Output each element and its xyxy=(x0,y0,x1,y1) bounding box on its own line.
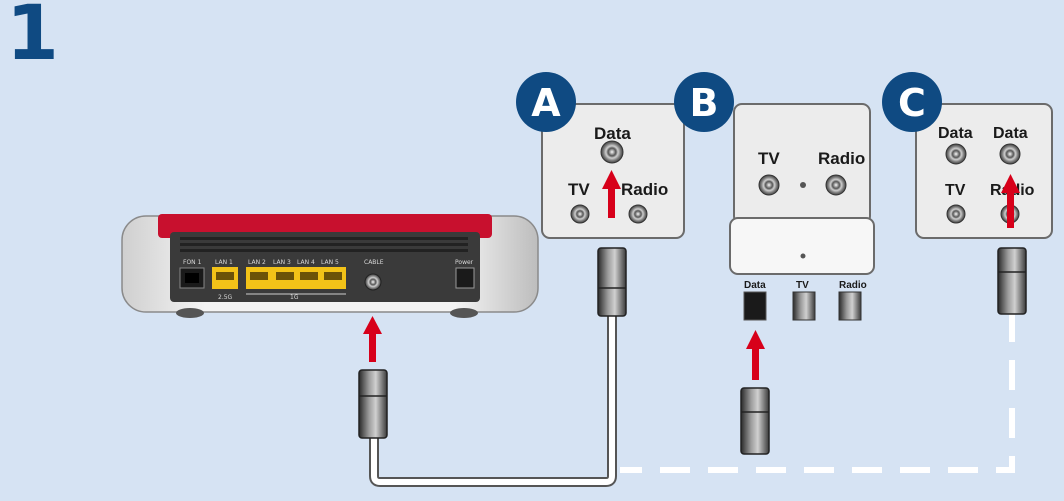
socket-a-tv-port xyxy=(570,204,590,224)
router-foot-right xyxy=(450,308,478,318)
label-lan2: LAN 2 xyxy=(248,259,266,266)
label-fon1: FON 1 xyxy=(183,259,202,266)
socket-b-tv-port xyxy=(758,174,780,196)
socket-b-screw xyxy=(800,182,806,188)
socket-b-tv-label: TV xyxy=(758,149,780,168)
adapter-data-label: Data xyxy=(744,280,766,291)
adapter-radio-label: Radio xyxy=(839,280,867,291)
step-number: 1 xyxy=(6,0,59,77)
badge-b xyxy=(674,72,734,132)
badge-a-label: A xyxy=(531,81,561,125)
connector-router xyxy=(358,369,388,439)
badge-c xyxy=(882,72,942,132)
label-cable: CABLE xyxy=(364,259,384,266)
socket-c-tv-port xyxy=(946,204,966,224)
socket-a: Data TV Radio A xyxy=(516,72,685,239)
arrow-socket-c xyxy=(1001,174,1020,228)
label-lan3: LAN 3 xyxy=(273,259,291,266)
socket-c: Data Data TV Radio C xyxy=(882,72,1053,239)
lan-ports xyxy=(212,267,346,289)
coax-cable xyxy=(371,314,615,485)
socket-b-adapter xyxy=(729,217,875,275)
connector-socket-c xyxy=(997,247,1027,315)
adapter-tv-label: TV xyxy=(796,280,809,291)
dashed-cable xyxy=(620,312,1015,473)
coax-cable-outline xyxy=(369,314,617,487)
badge-b-label: B xyxy=(690,81,719,125)
badge-a xyxy=(516,72,576,132)
socket-a-plate xyxy=(541,103,685,239)
adapter-tv-port xyxy=(792,291,816,321)
arrow-socket-a xyxy=(602,170,621,218)
socket-c-data-right-port xyxy=(999,143,1021,165)
label-speed-rest: 1G xyxy=(290,294,299,301)
socket-b-radio-port xyxy=(825,174,847,196)
label-lan5: LAN 5 xyxy=(321,259,339,266)
socket-a-tv-label: TV xyxy=(568,180,590,199)
socket-a-data-label: Data xyxy=(594,124,631,143)
router-cable-port xyxy=(364,273,382,291)
adapter-radio-port xyxy=(838,291,862,321)
socket-c-tv-label: TV xyxy=(945,182,966,199)
adapter-data-port xyxy=(743,291,767,321)
arrow-socket-b xyxy=(746,330,765,380)
socket-a-radio-label: Radio xyxy=(621,180,668,199)
router-vents xyxy=(180,237,468,252)
socket-c-plate xyxy=(915,103,1053,239)
router: FON 1 LAN 1 LAN 2 LAN 3 LAN 4 LAN 5 CABL… xyxy=(121,214,539,318)
label-speed-lan1: 2.5G xyxy=(218,294,233,301)
router-foot-left xyxy=(176,308,204,318)
socket-a-data-port xyxy=(600,140,624,164)
socket-c-data-left-label: Data xyxy=(938,125,973,142)
socket-b: TV Radio Data TV Radio B xyxy=(674,72,875,321)
label-lan4: LAN 4 xyxy=(297,259,315,266)
socket-c-data-left-port xyxy=(945,143,967,165)
power-port xyxy=(455,267,475,289)
arrow-to-router xyxy=(363,316,382,362)
label-lan1: LAN 1 xyxy=(215,259,233,266)
badge-c-label: C xyxy=(898,81,926,125)
connector-socket-b xyxy=(740,387,770,455)
label-power: Power xyxy=(455,259,474,266)
socket-b-radio-label: Radio xyxy=(818,149,865,168)
connector-socket-a xyxy=(597,247,627,317)
socket-a-radio-port xyxy=(628,204,648,224)
socket-c-data-right-label: Data xyxy=(993,125,1028,142)
